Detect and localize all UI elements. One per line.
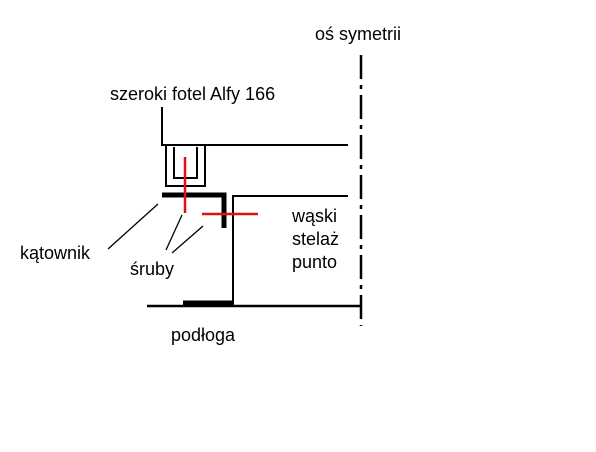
- frame-outline: [232, 195, 348, 305]
- screw-marks: [183, 157, 258, 216]
- angle-bracket-leader: [107, 203, 159, 250]
- angle-bracket-label: kątownik: [20, 243, 91, 263]
- screws-leader-left: [165, 214, 183, 251]
- symmetry-axis-label: oś symetrii: [315, 24, 401, 44]
- seat-outline: [161, 107, 348, 146]
- frame-label-line1: wąski: [291, 206, 337, 226]
- screws-leader-right: [171, 225, 204, 254]
- floor-label: podłoga: [171, 325, 236, 345]
- frame-label-line3: punto: [292, 252, 337, 272]
- seat-label: szeroki fotel Alfy 166: [110, 84, 275, 104]
- screws-label: śruby: [130, 259, 174, 279]
- angle-bracket: [162, 192, 227, 228]
- frame-label-line2: stelaż: [292, 229, 339, 249]
